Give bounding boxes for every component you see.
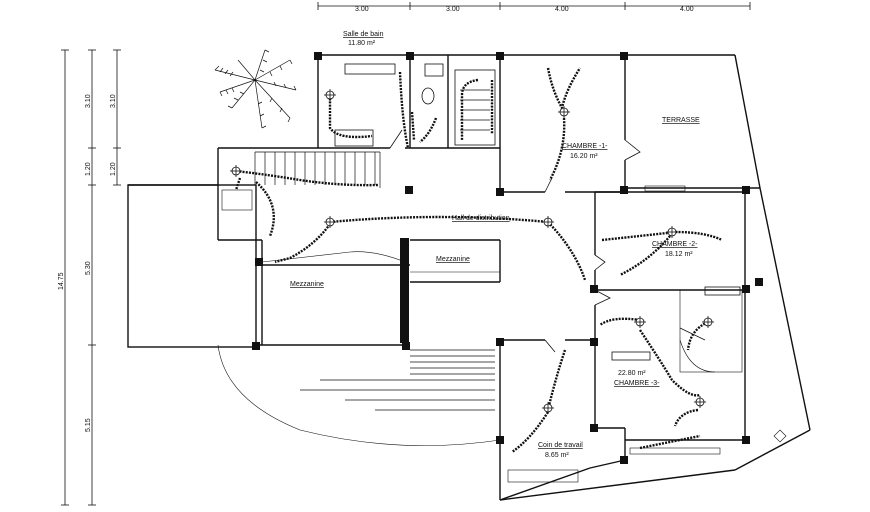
left-dim-seg-3: 5.30: [85, 261, 92, 275]
left-inner-dim-1: 3.10: [110, 94, 117, 108]
room-name-terrasse: TERRASSE: [662, 117, 700, 124]
left-dim-seg-1: 3.10: [85, 94, 92, 108]
top-dim-4: 4.00: [680, 6, 694, 13]
room-name-chambre-3: CHAMBRE -3-: [614, 380, 660, 387]
top-dim-2: 3.00: [446, 6, 460, 13]
room-name-mezzanine-left: Mezzanine: [290, 281, 324, 288]
left-dimension-lines: [61, 49, 121, 506]
room-name-chambre-1: CHAMBRE -1-: [562, 143, 608, 150]
left-dim-seg-2: 1.20: [85, 162, 92, 176]
room-name-mezzanine-right: Mezzanine: [436, 256, 470, 263]
toilet-icon: [421, 87, 435, 105]
room-name-salle-de-bain: Salle de bain: [343, 31, 384, 38]
room-name-hall: Hall de distribution: [452, 215, 510, 222]
light-points: [230, 89, 714, 414]
columns: [252, 52, 763, 464]
staircase: [254, 151, 381, 188]
room-name-coin-de-travail: Coin de travail: [538, 442, 583, 449]
walls: [127, 54, 811, 501]
room-area-salle-de-bain: 11.80 m²: [348, 40, 376, 47]
exterior-steps: [300, 349, 495, 411]
left-inner-dim-2: 1.20: [110, 162, 117, 176]
left-dim-total: 14.75: [58, 272, 65, 290]
radiator-icon: [611, 351, 651, 361]
top-dim-1: 3.00: [355, 6, 369, 13]
room-name-chambre-2: CHAMBRE -2-: [652, 241, 698, 248]
room-area-chambre-1: 16.20 m²: [570, 153, 598, 160]
palm-tree-icon: [214, 49, 297, 129]
bathroom-fixtures: [334, 63, 741, 361]
top-dimension-line: [317, 2, 751, 10]
room-area-chambre-3: 22.80 m²: [618, 370, 646, 377]
doors: [389, 129, 706, 353]
electrical-wiring: [234, 67, 723, 453]
room-area-chambre-2: 18.12 m²: [665, 251, 693, 258]
room-area-coin-de-travail: 8.65 m²: [545, 452, 569, 459]
left-dim-seg-4: 5.15: [85, 418, 92, 432]
top-dim-3: 4.00: [555, 6, 569, 13]
